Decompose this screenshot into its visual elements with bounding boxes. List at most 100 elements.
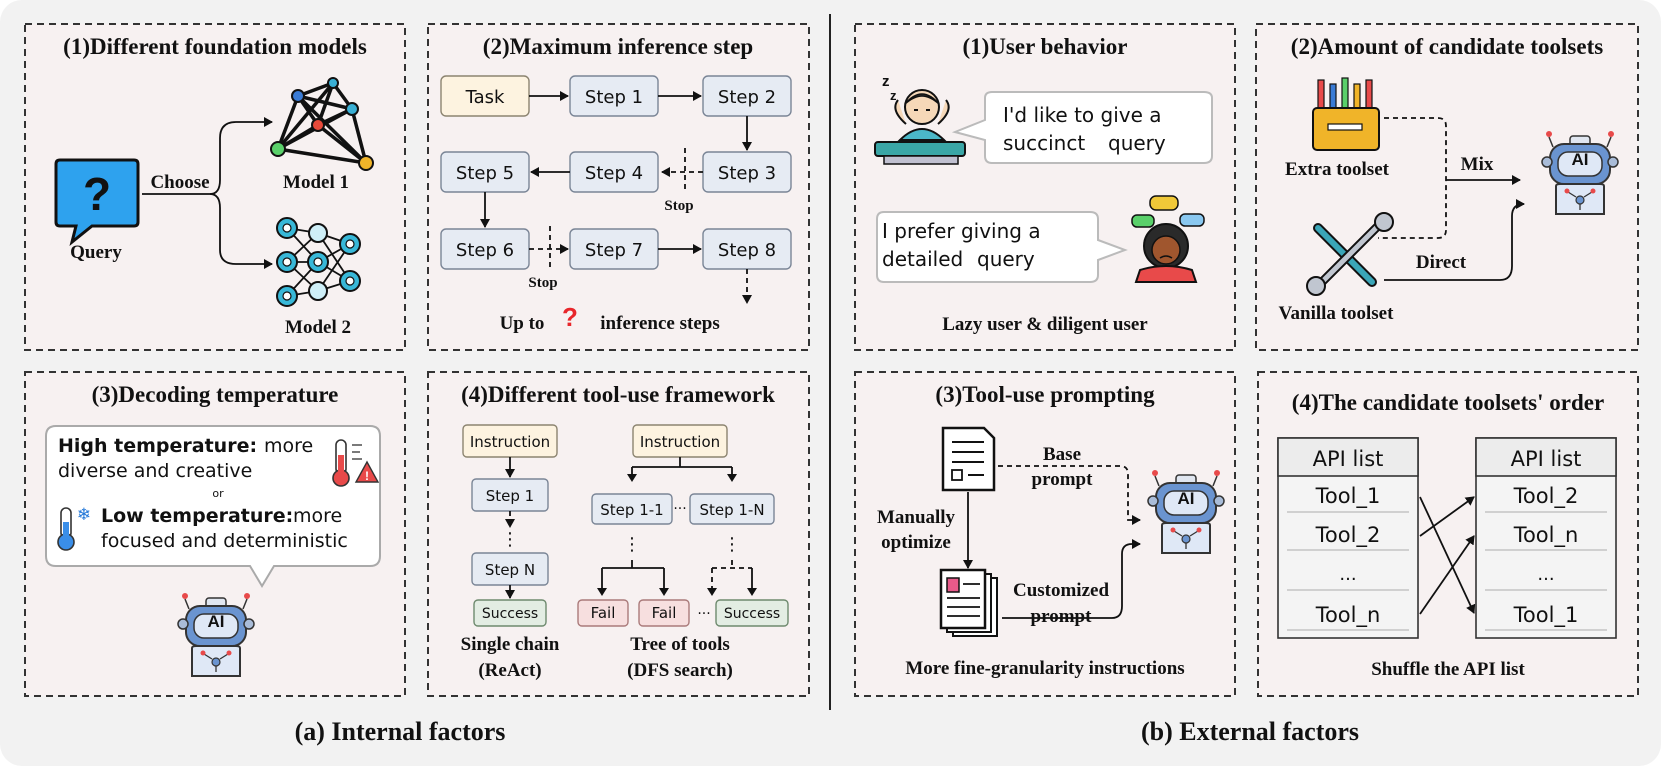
step-label: Step 3 (718, 163, 776, 184)
base-label-1: Base (1043, 444, 1081, 465)
ai-robot-label: AI (208, 612, 225, 631)
external-caption: (b) External factors (1141, 717, 1359, 746)
instruction-label: Instruction (470, 433, 550, 451)
panel-footer: Lazy user & diligent user (942, 314, 1148, 335)
stop-label: Stop (664, 198, 693, 214)
panel-user-behavior: (1)User behavior z z I'd like to give a … (854, 23, 1236, 351)
vertical-dots: ⋮ (501, 529, 519, 550)
high-temp-rest: more (264, 435, 313, 457)
fail-box (577, 599, 629, 627)
stepN-label: Step N (485, 561, 535, 579)
success-label: Success (724, 606, 780, 622)
document-icon (941, 426, 996, 492)
step-label: Step 4 (585, 163, 643, 184)
high-temp-label: High temperature: (58, 435, 257, 457)
step-box (689, 493, 775, 525)
bubble2-highlight: detailed (882, 247, 963, 271)
success-box (473, 599, 547, 627)
lazy-user-icon: z z (874, 73, 966, 165)
step1n-label: Step 1-N (699, 501, 764, 519)
step-label: Step 8 (718, 240, 776, 261)
panel-title: (3)Decoding temperature (92, 382, 339, 407)
svg-text:❄: ❄ (77, 505, 91, 525)
panel-tool-use-prompting: (3)Tool-use prompting Base prompt Manual… (854, 371, 1236, 697)
tool-item: Tool_2 (1315, 523, 1381, 548)
svg-text:!: ! (365, 469, 369, 483)
react-label: (ReAct) (478, 660, 541, 681)
task-label: Task (465, 87, 505, 108)
vertical-dots: ⋮ (623, 534, 641, 555)
panel-title: (1)Different foundation models (63, 34, 367, 59)
high-temp-line2: diverse and creative (58, 460, 252, 482)
model2-neural-icon (276, 217, 361, 307)
svg-text:z: z (890, 88, 897, 103)
speech-bubble (45, 425, 381, 588)
low-temp-label: Low temperature: (101, 505, 293, 527)
low-temp-rest: more (293, 505, 342, 527)
extra-toolset-icon (1312, 77, 1380, 151)
api-list-left: API list Tool_1 Tool_2 ... Tool_n (1277, 437, 1419, 639)
svg-text:z: z (882, 73, 890, 90)
diligent-user-icon (1131, 195, 1205, 283)
ellipsis: ··· (673, 501, 686, 517)
diligent-bubble (876, 211, 1128, 283)
panel-title: (4)The candidate toolsets' order (1292, 390, 1604, 415)
fail-label: Fail (591, 604, 616, 622)
bubble2-tail: query (977, 247, 1035, 271)
tool-item: Tool_n (1315, 603, 1381, 628)
api-list-right: API list Tool_2 Tool_n ... Tool_1 (1475, 437, 1617, 639)
bubble2-text: I prefer giving a (882, 219, 1041, 243)
model1-network-icon (270, 77, 374, 171)
vertical-dots: ⋮ (723, 534, 741, 555)
low-temp-line2: focused and deterministic (101, 530, 348, 552)
fail-box (638, 599, 690, 627)
tool-item: Tool_n (1513, 523, 1579, 548)
or-label: or (212, 487, 224, 500)
direct-label: Direct (1416, 252, 1467, 273)
panel-toolsets-order: (4)The candidate toolsets' order API lis… (1257, 371, 1639, 697)
tool-item: Tool_1 (1315, 484, 1381, 509)
step1-label: Step 1 (486, 487, 534, 505)
panel-footer: More fine-granularity instructions (905, 658, 1184, 679)
inference-label: inference steps (600, 313, 719, 334)
single-chain-label: Single chain (461, 634, 560, 655)
lazy-bubble (951, 91, 1213, 164)
tool-item: ... (1537, 564, 1554, 585)
bubble1-tail: query (1108, 131, 1166, 155)
tool-item: ... (1339, 564, 1356, 585)
panel-title: (4)Different tool-use framework (461, 382, 775, 407)
manual-label-1: Manually (877, 507, 956, 528)
panel-title: (1)User behavior (962, 34, 1127, 59)
model2-label: Model 2 (285, 317, 351, 338)
query-icon: ? (54, 158, 140, 246)
stop-label: Stop (528, 275, 557, 291)
bubble1-highlight: succinct (1003, 131, 1085, 155)
step-label: Step 7 (585, 240, 643, 261)
ai-robot-label: AI (1572, 150, 1589, 169)
model1-label: Model 1 (283, 172, 349, 193)
manual-label-2: optimize (881, 532, 951, 553)
panel-candidate-toolsets-amount: (2)Amount of candidate toolsets Extra to… (1255, 23, 1639, 351)
panel-title: (2)Maximum inference step (483, 34, 753, 59)
bubble1-text: I'd like to give a (1003, 103, 1162, 127)
vanilla-toolset-icon (1306, 212, 1394, 296)
tool-item: Tool_1 (1513, 603, 1579, 628)
ellipsis: ··· (697, 606, 710, 622)
extra-toolset-label: Extra toolset (1285, 159, 1390, 180)
panel-foundation-models: (1)Different foundation models ? Query C… (24, 23, 406, 351)
internal-caption: (a) Internal factors (295, 717, 506, 746)
api-list-header: API list (1313, 447, 1384, 471)
hot-thermometer-icon: ! (332, 439, 380, 487)
success-box (715, 599, 789, 627)
customized-label-2: prompt (1031, 606, 1093, 627)
panel-title: (2)Amount of candidate toolsets (1291, 34, 1603, 59)
step-label: Step 5 (456, 163, 514, 184)
customized-label-1: Customized (1013, 580, 1109, 601)
tool-item: Tool_2 (1513, 484, 1579, 509)
choose-label: Choose (150, 172, 209, 193)
panel-tool-use-framework: (4)Different tool-use framework Instruct… (427, 371, 810, 697)
base-label-2: prompt (1032, 469, 1094, 490)
instruction-label: Instruction (640, 433, 720, 451)
